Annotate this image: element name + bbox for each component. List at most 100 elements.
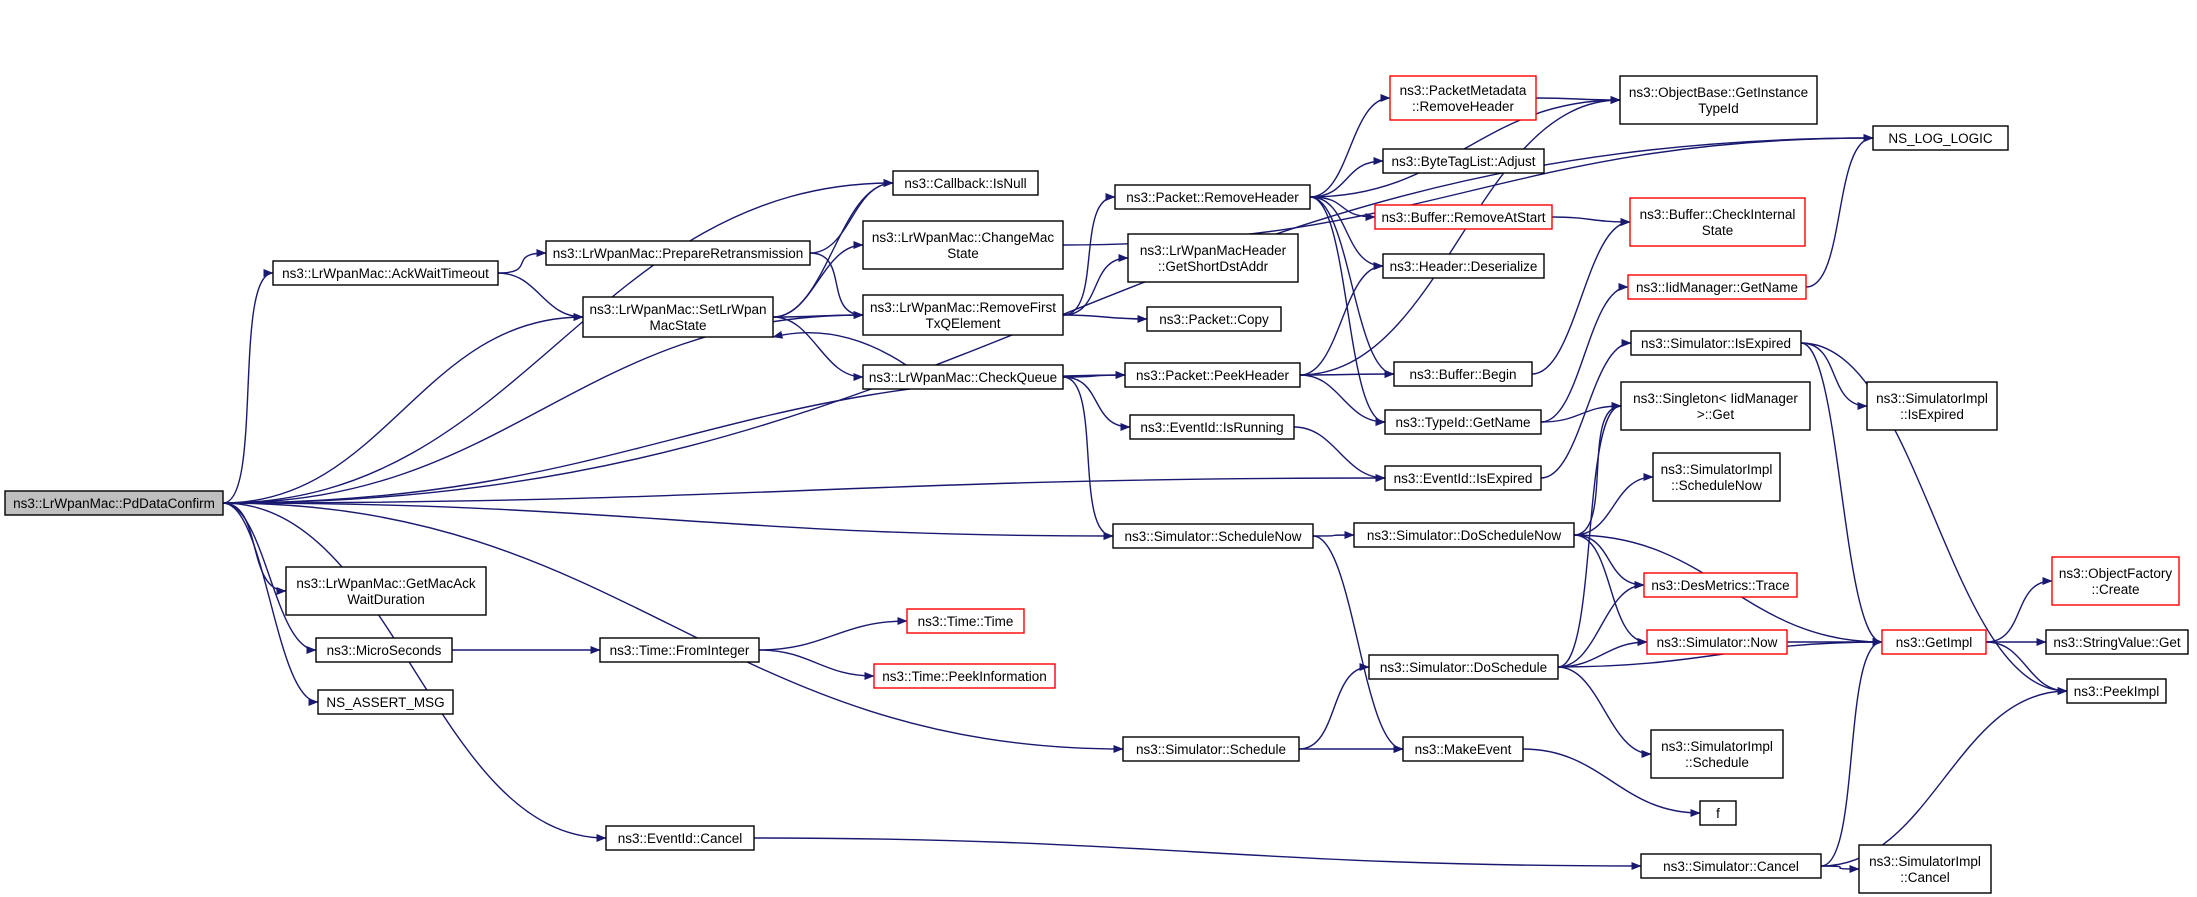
edge-schednow-to-makeevent <box>1312 535 1404 753</box>
edge-checkqueue-to-peekheader <box>1062 371 1126 380</box>
node-box <box>1389 75 1537 121</box>
node-label: NS_ASSERT_MSG <box>326 695 444 710</box>
node-ns3-callback-isnull[interactable]: ns3::Callback::IsNull <box>892 170 1039 196</box>
edge-root-to-setstate <box>222 313 584 504</box>
node-label: ns3::Simulator::Now <box>1657 635 1778 650</box>
node-label: ns3::LrWpanMac::PrepareRetransmission <box>553 246 804 261</box>
node-label: ns3::Simulator::DoSchedule <box>1380 660 1547 675</box>
node-ns3-simulator-cancel[interactable]: ns3::Simulator::Cancel <box>1640 853 1822 879</box>
node-label: ns3::IidManager::GetName <box>1636 280 1798 295</box>
edge-bufremove-to-bufcheck <box>1551 216 1631 226</box>
node-box <box>1652 452 1781 502</box>
node-box <box>4 490 224 516</box>
node-box <box>582 296 774 338</box>
node-ns3-typeid-getname[interactable]: ns3::TypeId::GetName <box>1384 409 1542 435</box>
node-box <box>1650 729 1784 779</box>
node-label: MacState <box>649 318 706 333</box>
node-box <box>1122 736 1300 762</box>
node-ns3-stringvalue-get[interactable]: ns3::StringValue::Get <box>2045 629 2189 655</box>
node-ns3-lrwpanmac-prepareretransmission[interactable]: ns3::LrWpanMac::PrepareRetransmission <box>545 240 811 266</box>
node-label: ns3::Packet::PeekHeader <box>1136 368 1290 383</box>
node-ns3-simulator-doschedulenow[interactable]: ns3::Simulator::DoScheduleNow <box>1353 522 1575 548</box>
node-ns3-time-peekinformation[interactable]: ns3::Time::PeekInformation <box>873 663 1056 689</box>
node-ns3-simulator-now[interactable]: ns3::Simulator::Now <box>1646 629 1788 655</box>
node-ns3-peekimpl[interactable]: ns3::PeekImpl <box>2066 678 2167 704</box>
node-ns-assert-msg[interactable]: NS_ASSERT_MSG <box>317 689 454 715</box>
node-ns3-lrwpanmac-pddataconfirm[interactable]: ns3::LrWpanMac::PdDataConfirm <box>4 490 224 516</box>
edge-simcancel-to-peekimpl <box>1820 687 2068 867</box>
node-box <box>862 364 1064 390</box>
node-label: WaitDuration <box>347 592 425 607</box>
node-ns3-time-frominteger[interactable]: ns3::Time::FromInteger <box>599 637 760 663</box>
node-ns3-packet-peekheader[interactable]: ns3::Packet::PeekHeader <box>1124 362 1301 388</box>
edge-checkqueue-to-setstate <box>772 330 907 366</box>
node-label: ns3::Time::Time <box>918 614 1014 629</box>
node-ns3-eventid-cancel[interactable]: ns3::EventId::Cancel <box>605 825 755 851</box>
edge-root-to-removefirst <box>222 311 864 504</box>
node-ns3-simulator-doschedule[interactable]: ns3::Simulator::DoSchedule <box>1368 654 1559 680</box>
node-box <box>1643 572 1798 598</box>
node-ns3-buffer-removeatstart[interactable]: ns3::Buffer::RemoveAtStart <box>1374 204 1553 230</box>
node-label: ns3::Simulator::DoScheduleNow <box>1367 528 1562 543</box>
node-ns3-getimpl[interactable]: ns3::GetImpl <box>1881 629 1987 655</box>
node-ns3-objectfactory-create[interactable]: ns3::ObjectFactory::Create <box>2051 556 2180 606</box>
node-ns3-eventid-isrunning[interactable]: ns3::EventId::IsRunning <box>1129 414 1295 440</box>
node-ns3-bytetaglist-adjust[interactable]: ns3::ByteTagList::Adjust <box>1382 148 1545 174</box>
edge-doschednow-to-desmetrics <box>1573 534 1645 589</box>
node-ns3-simulator-isexpired[interactable]: ns3::Simulator::IsExpired <box>1630 330 1802 356</box>
node-box <box>2066 678 2167 704</box>
node-ns3-header-deserialize[interactable]: ns3::Header::Deserialize <box>1382 253 1545 279</box>
node-label: ns3::Singleton< IidManager <box>1633 391 1798 406</box>
node-box <box>1124 362 1301 388</box>
node-ns3-packetmetadata-removeheader[interactable]: ns3::PacketMetadata::RemoveHeader <box>1389 75 1537 121</box>
node-label: ::RemoveHeader <box>1412 99 1515 114</box>
node-ns3-simulatorimpl-schedule[interactable]: ns3::SimulatorImpl::Schedule <box>1650 729 1784 779</box>
node-ns3-simulator-schedulenow[interactable]: ns3::Simulator::ScheduleNow <box>1112 523 1314 549</box>
node-box <box>1620 381 1811 431</box>
edge-dosched-to-desmetrics <box>1557 581 1645 668</box>
node-label: ns3::Simulator::Schedule <box>1136 742 1286 757</box>
node-label: ns3::SimulatorImpl <box>1876 391 1988 406</box>
node-box <box>1881 629 1987 655</box>
node-label: ns3::PeekImpl <box>2074 684 2160 699</box>
node-ns3-desmetrics-trace[interactable]: ns3::DesMetrics::Trace <box>1643 572 1798 598</box>
node-ns-log-logic[interactable]: NS_LOG_LOGIC <box>1872 125 2009 151</box>
node-ns3-lrwpanmac-ackwaittimeout[interactable]: ns3::LrWpanMac::AckWaitTimeout <box>272 260 499 286</box>
edge-removeheader-to-typeidname <box>1309 196 1386 426</box>
node-box <box>1402 736 1524 762</box>
node-ns3-packet-removeheader[interactable]: ns3::Packet::RemoveHeader <box>1114 184 1311 210</box>
edge-simexpired-to-implexpired <box>1800 342 1868 410</box>
edge-ackwait-to-setstate <box>497 272 584 321</box>
node-ns3-time-time[interactable]: ns3::Time::Time <box>906 608 1025 634</box>
edge-typeidname-to-singleton <box>1540 402 1622 423</box>
edge-removefirst-to-pcopy <box>1062 314 1148 323</box>
node-ns3-packet-copy[interactable]: ns3::Packet::Copy <box>1146 306 1282 332</box>
node-ns3-simulatorimpl-schedulenow[interactable]: ns3::SimulatorImpl::ScheduleNow <box>1652 452 1781 502</box>
node-ns3-lrwpanmac-checkqueue[interactable]: ns3::LrWpanMac::CheckQueue <box>862 364 1064 390</box>
node-ns3-eventid-isexpired[interactable]: ns3::EventId::IsExpired <box>1384 465 1542 491</box>
node-box <box>1374 204 1553 230</box>
node-ns3-microseconds[interactable]: ns3::MicroSeconds <box>315 637 453 663</box>
node-box <box>2051 556 2180 606</box>
node-ns3-simulatorimpl-isexpired[interactable]: ns3::SimulatorImpl::IsExpired <box>1866 381 1998 431</box>
node-ns3-simulatorimpl-cancel[interactable]: ns3::SimulatorImpl::Cancel <box>1858 844 1992 894</box>
node-ns3-lrwpanmacheader-getshortdstaddr[interactable]: ns3::LrWpanMacHeader::GetShortDstAddr <box>1127 233 1299 283</box>
node-ns3-singleton-iidmanager-get[interactable]: ns3::Singleton< IidManager>::Get <box>1620 381 1811 431</box>
edge-checkqueue-to-evrunning <box>1062 376 1131 431</box>
node-ns3-makeevent[interactable]: ns3::MakeEvent <box>1402 736 1524 762</box>
node-label: NS_LOG_LOGIC <box>1888 131 1993 146</box>
node-ns3-buffer-begin[interactable]: ns3::Buffer::Begin <box>1393 361 1533 387</box>
node-f[interactable]: f <box>1699 800 1737 826</box>
node-box <box>315 637 453 663</box>
node-label: ::GetShortDstAddr <box>1158 259 1269 274</box>
node-label: ns3::LrWpanMac::GetMacAck <box>296 576 476 591</box>
node-ns3-simulator-schedule[interactable]: ns3::Simulator::Schedule <box>1122 736 1300 762</box>
edge-removeheader-to-pmremove <box>1309 94 1391 198</box>
node-ns3-iidmanager-getname[interactable]: ns3::IidManager::GetName <box>1627 274 1807 300</box>
